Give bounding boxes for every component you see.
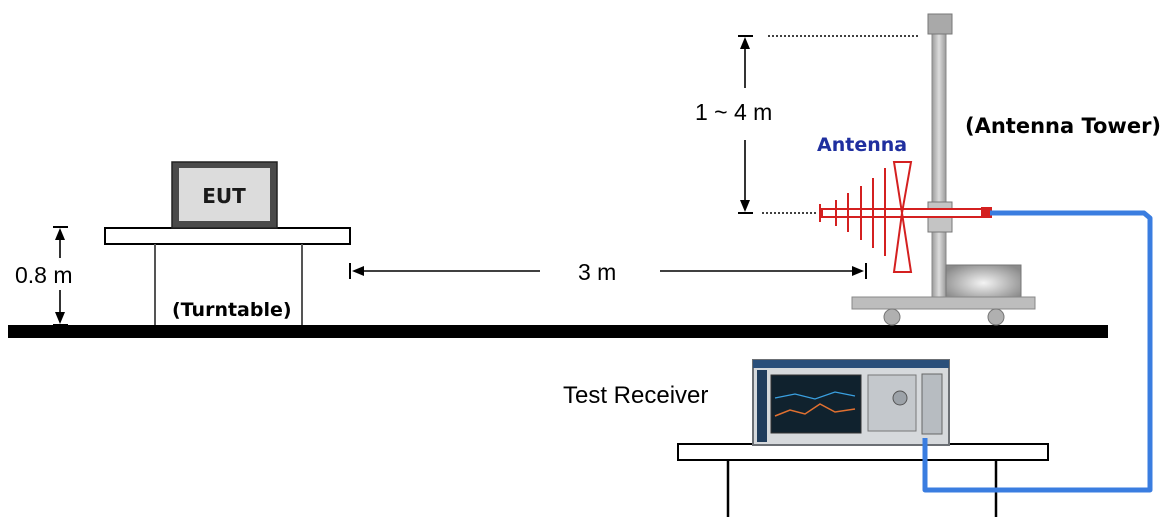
turntable-top (104, 227, 351, 245)
distance-label: 3 m (578, 259, 616, 285)
eut-screen (179, 168, 270, 221)
tower-wheel-right (987, 308, 1005, 326)
tower-mast (931, 29, 947, 301)
table-height-label: 0.8 m (15, 262, 73, 288)
ground-plane (8, 325, 1108, 338)
tower-base (851, 296, 1036, 310)
table-height-dimension (53, 226, 68, 326)
turntable-label: (Turntable) (172, 299, 292, 321)
eut-label: EUT (202, 184, 246, 208)
tower-wheel-left (883, 308, 901, 326)
antenna-tower (851, 13, 1036, 326)
eut-monitor: EUT (171, 161, 278, 229)
antenna-height-dimension (738, 35, 918, 214)
distance-dimension (349, 263, 867, 279)
test-receiver-label: Test Receiver (563, 382, 708, 409)
tower-top-cap (927, 13, 953, 35)
antenna-label: Antenna (817, 134, 907, 156)
test-receiver-instrument (752, 359, 950, 446)
antenna (819, 161, 992, 273)
tower-motor-box (945, 264, 1022, 302)
receiver-table (677, 443, 1049, 517)
rf-cable (922, 210, 1153, 493)
receiver-table-top (677, 443, 1049, 461)
antenna-tower-label: (Antenna Tower) (965, 114, 1161, 138)
antenna-height-label: 1 ~ 4 m (695, 99, 772, 125)
